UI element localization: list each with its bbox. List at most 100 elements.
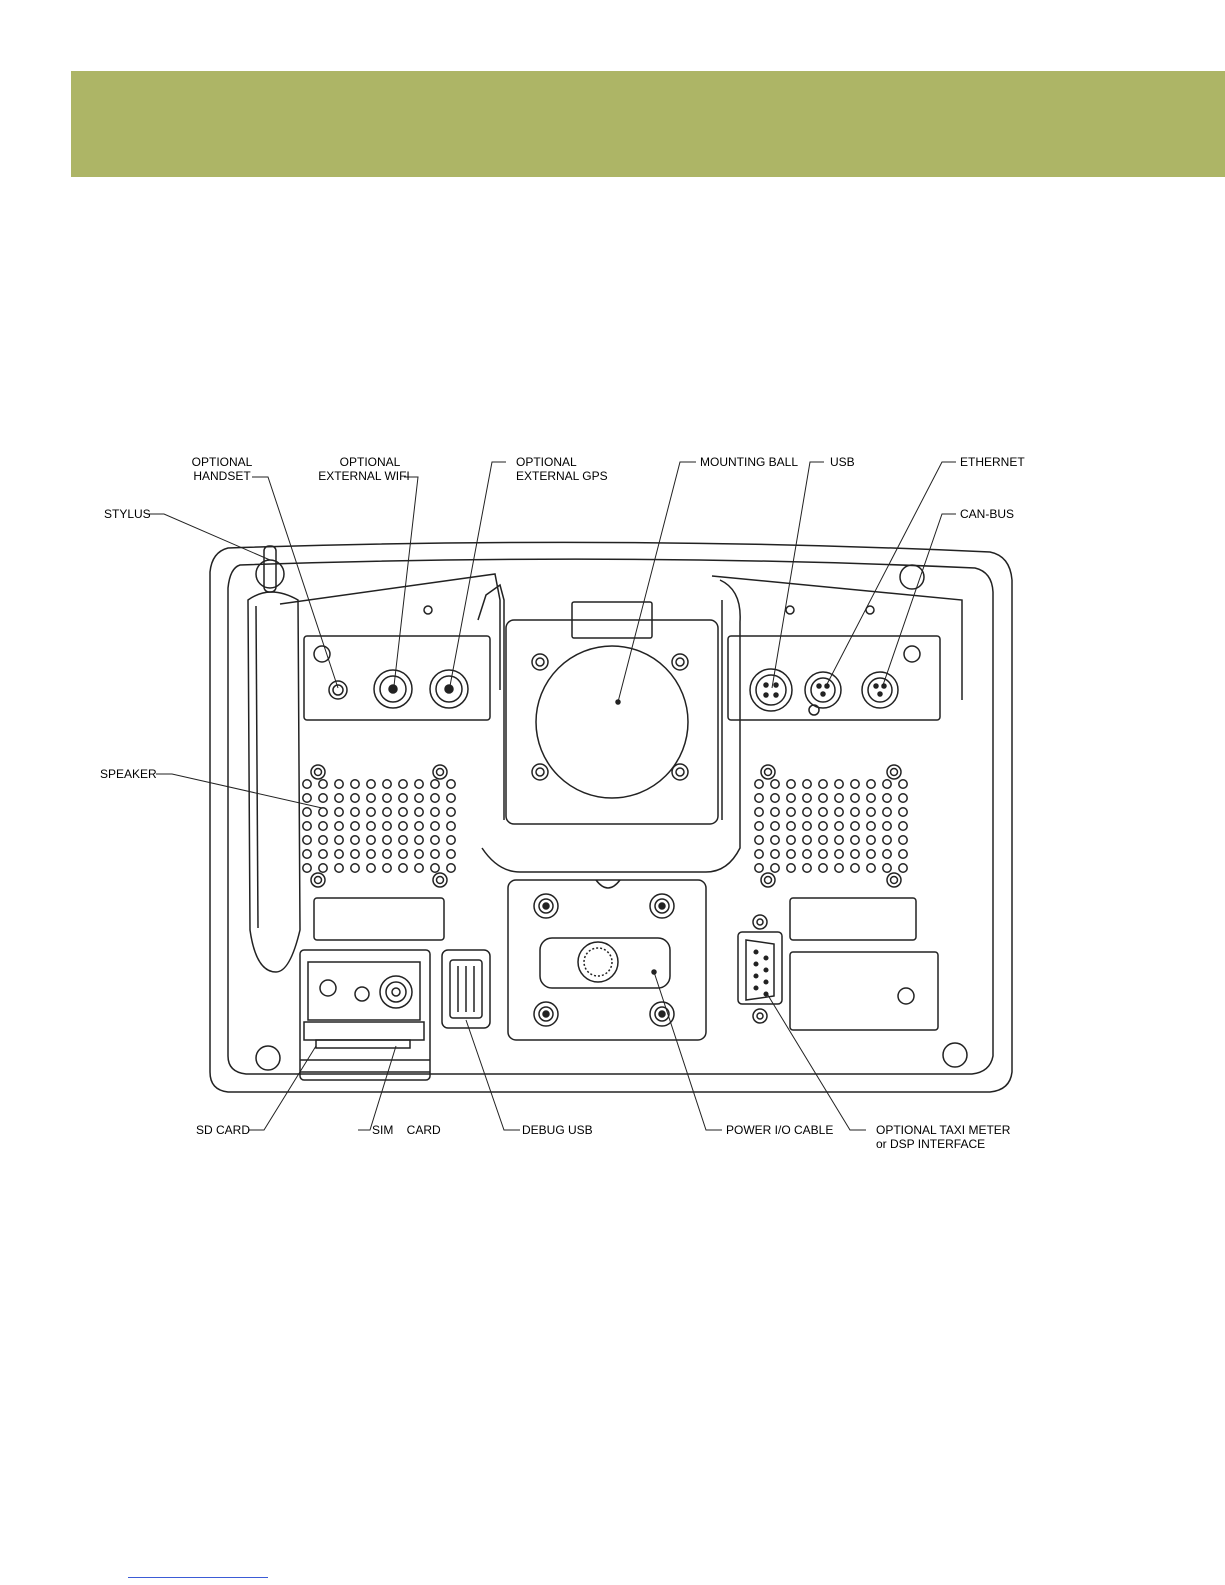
speaker-hole (771, 822, 779, 830)
speaker-hole (851, 794, 859, 802)
label-ethernet: ETHERNET (960, 455, 1025, 469)
speaker-hole (867, 780, 875, 788)
speaker-hole (431, 794, 439, 802)
speaker-hole (787, 780, 795, 788)
usb-port-icon (750, 669, 792, 711)
power-io-screw-icons (534, 894, 674, 1026)
speaker-hole (851, 864, 859, 872)
speaker-hole (787, 864, 795, 872)
speaker-hole (351, 864, 359, 872)
stylus-holder (248, 546, 300, 972)
label-sim-card: SIM CARD (372, 1123, 441, 1137)
speaker-grille-right (755, 765, 907, 887)
speaker-hole (383, 836, 391, 844)
screw-hole-icon (314, 646, 330, 662)
speaker-hole (883, 794, 891, 802)
label-speaker: SPEAKER (100, 767, 157, 781)
speaker-hole (819, 794, 827, 802)
label-usb: USB (830, 455, 855, 469)
speaker-hole (851, 808, 859, 816)
speaker-hole (835, 850, 843, 858)
speaker-hole (771, 808, 779, 816)
ethernet-port-icon (805, 672, 841, 708)
speaker-hole (319, 850, 327, 858)
speaker-hole (351, 822, 359, 830)
speaker-hole (303, 822, 311, 830)
speaker-hole (303, 794, 311, 802)
speaker-hole (835, 822, 843, 830)
speaker-hole (351, 794, 359, 802)
speaker-hole (447, 794, 455, 802)
speaker-hole (899, 794, 907, 802)
speaker-hole (803, 780, 811, 788)
handset-port-icon (329, 681, 347, 699)
can-bus-port-icon (862, 672, 898, 708)
speaker-hole (867, 794, 875, 802)
speaker-hole (899, 822, 907, 830)
speaker-hole (319, 794, 327, 802)
speaker-hole (431, 808, 439, 816)
label-optional-wifi-2: EXTERNAL WIFI (318, 469, 410, 483)
speaker-hole (867, 822, 875, 830)
footer-link-underline[interactable] (128, 1577, 268, 1578)
grille-screw-inner (765, 877, 772, 884)
grille-screw-inner (315, 877, 322, 884)
label-power-io-cable: POWER I/O CABLE (726, 1123, 833, 1137)
speaker-hole (415, 836, 423, 844)
speaker-hole (431, 836, 439, 844)
speaker-hole (351, 808, 359, 816)
speaker-hole (803, 794, 811, 802)
speaker-hole (787, 794, 795, 802)
label-plate (790, 898, 916, 940)
speaker-hole (351, 780, 359, 788)
speaker-hole (899, 850, 907, 858)
grille-screw-inner (315, 769, 322, 776)
speaker-hole (755, 822, 763, 830)
speaker-hole (367, 850, 375, 858)
screw-hole-icon (786, 606, 794, 614)
speaker-hole (883, 822, 891, 830)
mounting-screw-icons (532, 654, 688, 780)
label-optional-wifi-1: OPTIONAL (340, 455, 401, 469)
speaker-hole (771, 850, 779, 858)
speaker-hole (899, 836, 907, 844)
speaker-hole (431, 850, 439, 858)
speaker-hole (867, 850, 875, 858)
speaker-hole (755, 780, 763, 788)
speaker-hole (335, 808, 343, 816)
label-plate (314, 898, 444, 940)
screw-hole-icon (904, 646, 920, 662)
speaker-hole (787, 808, 795, 816)
speaker-hole (335, 822, 343, 830)
speaker-hole (771, 864, 779, 872)
speaker-hole (883, 780, 891, 788)
speaker-hole (835, 808, 843, 816)
grille-screw-icon (887, 765, 901, 779)
speaker-hole (383, 808, 391, 816)
speaker-hole (819, 864, 827, 872)
screw-hole-icon (424, 606, 432, 614)
speaker-hole (883, 808, 891, 816)
speaker-hole (303, 808, 311, 816)
speaker-hole (399, 794, 407, 802)
speaker-hole (415, 780, 423, 788)
speaker-hole (851, 822, 859, 830)
speaker-hole (367, 808, 375, 816)
speaker-hole (399, 836, 407, 844)
speaker-hole (867, 864, 875, 872)
grille-screw-icon (311, 873, 325, 887)
speaker-hole (803, 850, 811, 858)
speaker-hole (755, 850, 763, 858)
speaker-hole (415, 850, 423, 858)
wifi-antenna-port-icon (374, 670, 412, 708)
left-bay-recess (280, 574, 500, 690)
speaker-hole (303, 780, 311, 788)
label-optional-gps-1: OPTIONAL (516, 455, 577, 469)
speaker-hole (883, 850, 891, 858)
speaker-hole (867, 836, 875, 844)
speaker-hole (415, 822, 423, 830)
grille-screw-icon (311, 765, 325, 779)
speaker-hole (819, 836, 827, 844)
speaker-hole (431, 822, 439, 830)
speaker-hole (883, 836, 891, 844)
